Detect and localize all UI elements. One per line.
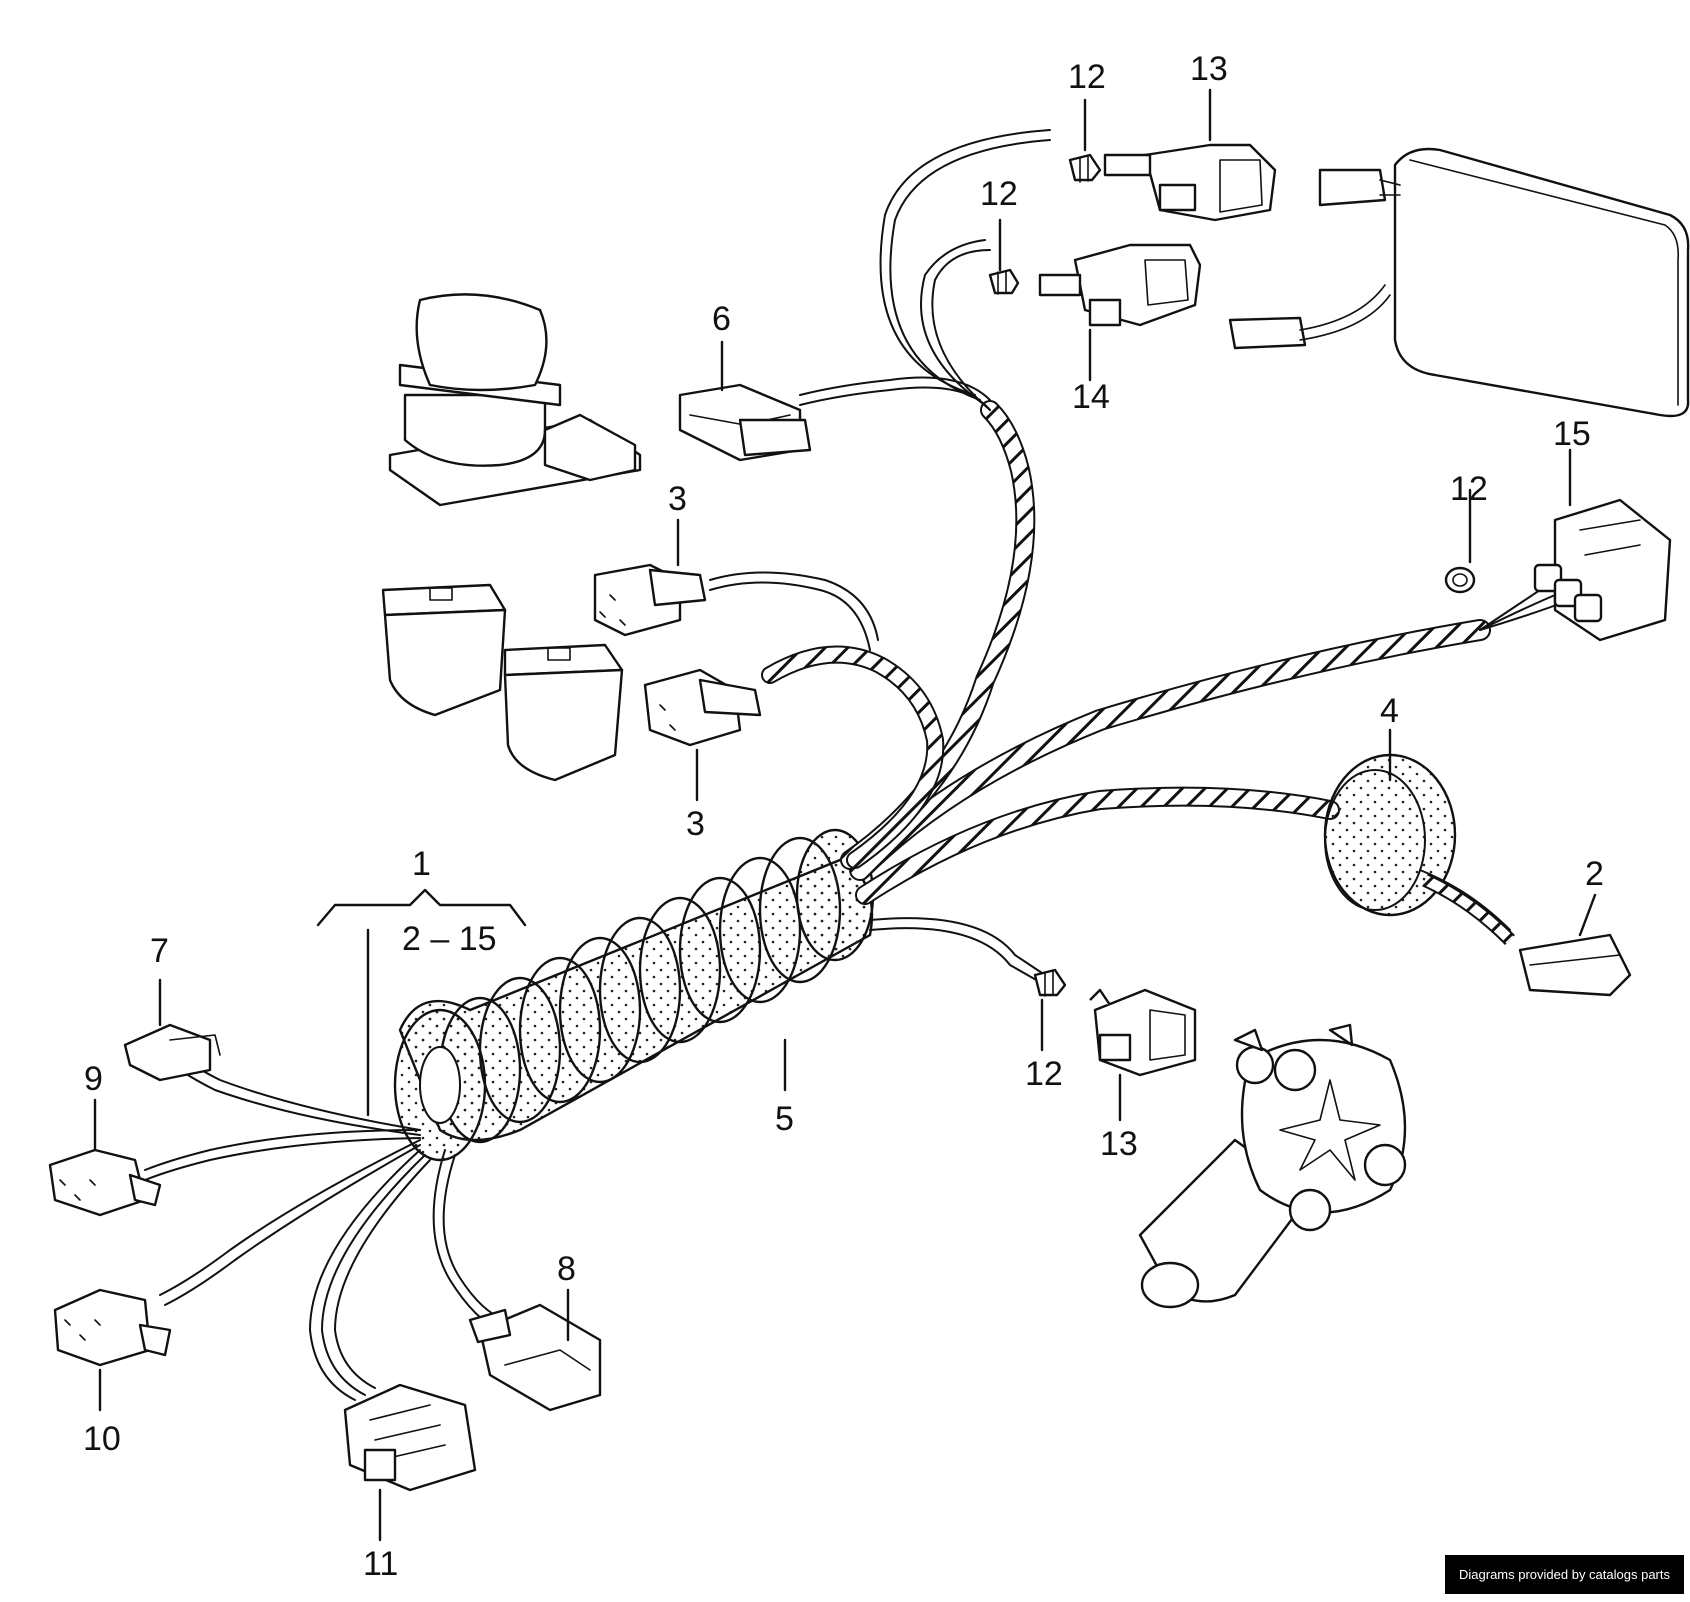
credit-banner: Diagrams provided by catalogs parts [1445,1555,1684,1594]
harness-wires-left [144,1039,506,1401]
connector-8 [468,1303,602,1412]
connector-13-lower [1089,988,1197,1077]
switch-assembly [388,293,642,507]
part-labels: 12 13 12 14 6 12 15 3 3 4 2 1 2 – 15 5 1… [83,50,1604,1583]
label-13: 13 [1190,50,1228,88]
label-14: 14 [1072,378,1110,416]
label-12: 12 [1068,58,1106,96]
connector-3-lower [643,668,762,747]
label-3: 3 [686,805,705,843]
label-3: 3 [668,480,687,518]
connector-9 [48,1148,162,1217]
connector-15 [1533,498,1672,642]
connector-13-upper [1103,143,1277,222]
seal-12-lower [1033,968,1067,997]
seal-12-right [1444,566,1476,594]
connector-11 [343,1383,477,1492]
motor [1138,1023,1407,1309]
corrugated-sleeve [393,828,875,1162]
connector-2 [1518,933,1632,997]
label-10: 10 [83,1420,121,1458]
label-2: 2 [1585,855,1604,893]
label-5: 5 [775,1100,794,1138]
switch-cap-right [503,643,624,782]
connector-7 [123,1023,221,1082]
connector-14 [1038,243,1202,327]
label-8: 8 [557,1250,576,1288]
label-12: 12 [980,175,1018,213]
switch-cap-left [381,583,507,717]
connector-3-upper [593,563,707,637]
label-4: 4 [1380,692,1399,730]
label-7: 7 [150,932,169,970]
label-12: 12 [1025,1055,1063,1093]
label-11: 11 [363,1545,398,1583]
label-6: 6 [712,300,731,338]
label-2-15: 2 – 15 [402,920,497,958]
label-15: 15 [1553,415,1591,453]
leader-lines [93,88,1597,1542]
connector-6 [678,383,812,462]
harness-wires-right [709,129,1571,986]
label-1: 1 [412,845,431,883]
label-9: 9 [84,1060,103,1098]
seal-12-upper [1068,153,1102,183]
mirror-housing [1228,147,1690,418]
connector-10 [53,1288,172,1367]
label-13: 13 [1100,1125,1138,1163]
label-12: 12 [1450,470,1488,508]
seal-12-mid [988,268,1020,295]
